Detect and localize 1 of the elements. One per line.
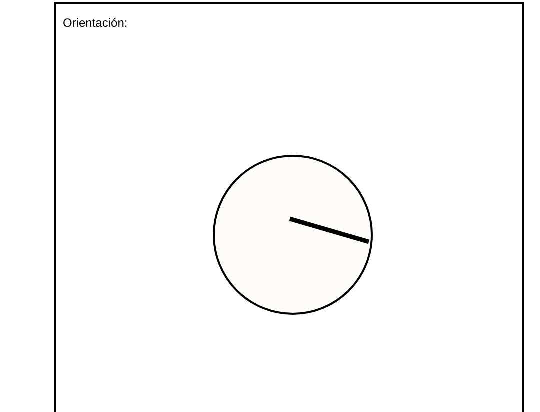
heading-label: Orientación: [63, 16, 128, 30]
